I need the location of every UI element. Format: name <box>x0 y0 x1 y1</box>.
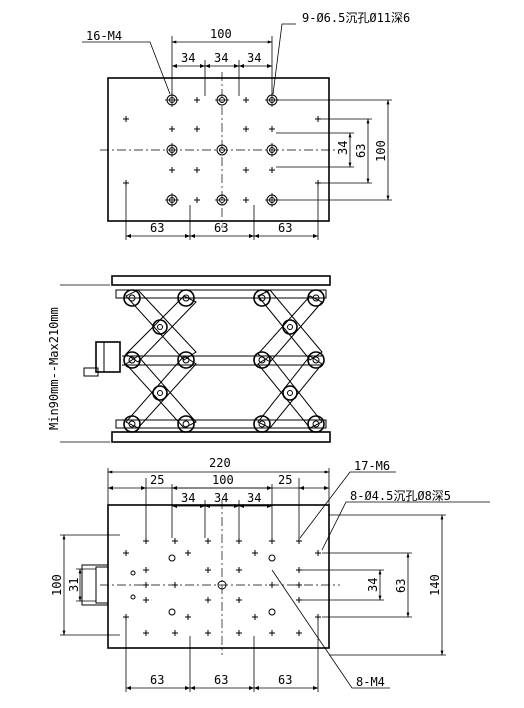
dim-bottom-25a: 25 <box>150 473 164 487</box>
bolt-icon <box>307 415 325 433</box>
bolt-icon <box>123 289 141 307</box>
dim-bottom-34b: 34 <box>214 491 228 505</box>
bolt-icon <box>177 289 195 307</box>
dim-top-v100: 100 <box>374 140 388 162</box>
counterbore-hole-icon <box>215 94 229 106</box>
tapped-hole-icon <box>123 614 321 620</box>
top-view: 100 34 34 34 16-M4 9-Ø6.5沉孔Ø11深6 63 63 6… <box>82 11 410 240</box>
counterbore-hole-icon <box>165 193 179 207</box>
dim-top-63c: 63 <box>278 221 292 235</box>
dim-top-34b: 34 <box>214 51 228 65</box>
label-counterbore-bottom: 8-Ø4.5沉孔Ø8深5 <box>350 489 451 503</box>
tapped-hole-icon <box>169 126 275 173</box>
tapped-hole-icon <box>143 538 302 544</box>
dim-top-63b: 63 <box>214 221 228 235</box>
bottom-view: 220 25 25 100 34 34 34 17-M6 8-Ø4.5沉孔Ø8深… <box>50 456 490 692</box>
leader-17-m6 <box>299 471 396 539</box>
tapped-hole-icon <box>123 116 321 186</box>
tapped-hole-icon <box>143 582 302 588</box>
counterbore-hole-icon <box>166 143 178 157</box>
dim-bottom-100: 100 <box>212 473 234 487</box>
tapped-hole-icon <box>123 550 321 556</box>
knob-icon[interactable] <box>95 341 121 373</box>
dim-bottom-34c: 34 <box>247 491 261 505</box>
dim-bottom-v63: 63 <box>394 579 408 593</box>
dim-bottom-220: 220 <box>209 456 231 470</box>
bolt-icon <box>253 289 271 307</box>
bolt-icon <box>253 351 271 369</box>
dim-bottom-v31: 31 <box>67 578 81 592</box>
top-tapped-holes <box>123 97 321 203</box>
dim-top-34a: 34 <box>181 51 195 65</box>
leader-counterbore <box>272 23 296 95</box>
dim-bottom-34a: 34 <box>181 491 195 505</box>
dim-bottom-v34: 34 <box>366 578 380 592</box>
knob-handle[interactable] <box>83 367 99 377</box>
bolt-icon <box>282 385 298 401</box>
side-view: Min90mm--Max210mm <box>47 275 331 443</box>
upper-rail <box>115 289 327 299</box>
bolt-icon <box>177 415 195 433</box>
bolt-icon <box>253 415 271 433</box>
bottom-center-hole <box>217 580 227 590</box>
bolt-icon <box>152 319 168 335</box>
tapped-hole-icon <box>194 97 249 203</box>
bolt-icon <box>177 351 195 369</box>
side-top-plate <box>111 275 331 286</box>
counterbore-hole-icon <box>266 143 278 157</box>
label-16-m4: 16-M4 <box>86 29 122 43</box>
bolt-icon <box>123 415 141 433</box>
tapped-hole-icon <box>143 630 302 636</box>
bolt-icon <box>123 351 141 369</box>
scissor-arms-left <box>125 289 197 429</box>
dim-bottom-v100: 100 <box>50 574 64 596</box>
tapped-hole-icon <box>143 567 302 573</box>
label-height-range: Min90mm--Max210mm <box>47 307 61 430</box>
bottom-plate-outline <box>107 504 330 649</box>
top-plate-outline <box>107 77 330 222</box>
leader-16-m4 <box>82 41 171 95</box>
dim-bottom-25b: 25 <box>278 473 292 487</box>
bottom-holes <box>123 538 321 636</box>
tapped-hole-icon <box>143 597 302 603</box>
bolt-icon <box>307 351 325 369</box>
pivot-bolts <box>123 289 325 433</box>
bolt-icon <box>152 385 168 401</box>
label-8-m4: 8-M4 <box>356 675 385 689</box>
counterbore-hole-icon <box>215 194 229 206</box>
counterbore-hole-icon <box>216 144 228 156</box>
dim-bottom-63a: 63 <box>150 673 164 687</box>
leader-8-m4 <box>271 569 390 689</box>
dim-top-v63: 63 <box>354 144 368 158</box>
dim-bottom-63c: 63 <box>278 673 292 687</box>
label-counterbore-top: 9-Ø6.5沉孔Ø11深6 <box>302 11 410 25</box>
dim-top-100: 100 <box>210 27 232 41</box>
dim-top-34c: 34 <box>247 51 261 65</box>
dim-top-v34: 34 <box>336 141 350 155</box>
label-17-m6: 17-M6 <box>354 459 390 473</box>
scissor-arms-right <box>257 289 323 429</box>
dim-bottom-v140: 140 <box>428 574 442 596</box>
dim-bottom-63b: 63 <box>214 673 228 687</box>
leader-counterbore-bottom <box>321 501 490 551</box>
dim-top-63a: 63 <box>150 221 164 235</box>
lower-rail <box>115 419 327 429</box>
tapped-hole-icon <box>194 126 249 173</box>
bolt-icon <box>282 319 298 335</box>
bolt-icon <box>307 289 325 307</box>
side-bottom-plate <box>111 431 331 443</box>
